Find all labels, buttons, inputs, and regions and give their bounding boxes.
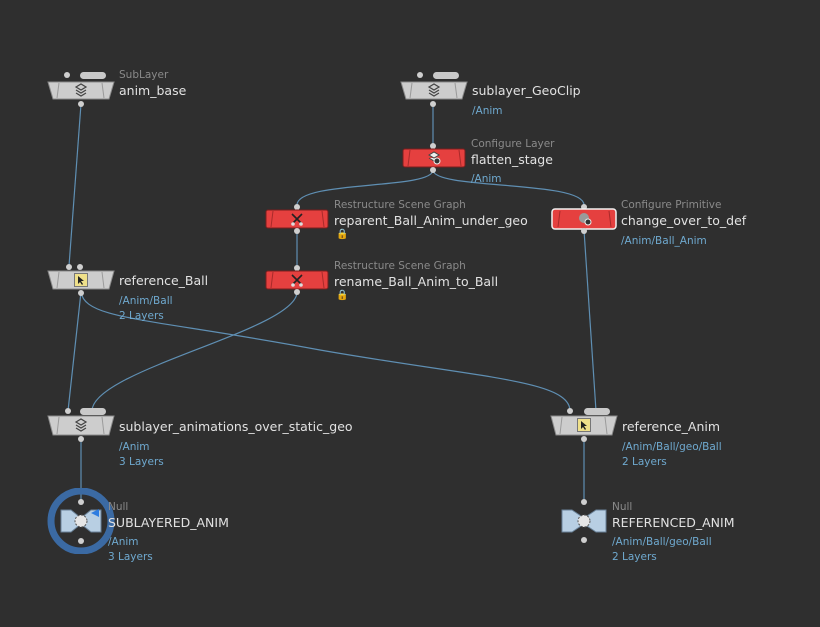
wire-flatten-to-change bbox=[432, 169, 585, 206]
input-connector[interactable] bbox=[65, 408, 71, 414]
output-connector[interactable] bbox=[78, 101, 84, 107]
node-name-label[interactable]: reparent_Ball_Anim_under_geo bbox=[334, 213, 528, 228]
sublayer-stack-icon bbox=[74, 83, 88, 97]
node-type-label: Null bbox=[612, 501, 633, 513]
output-connector[interactable] bbox=[78, 436, 84, 442]
node-flatten-stage[interactable] bbox=[402, 143, 466, 173]
output-connector[interactable] bbox=[78, 290, 84, 296]
node-rename-ball[interactable] bbox=[265, 265, 329, 295]
node-name-label[interactable]: reference_Ball bbox=[119, 273, 209, 288]
node-name-label[interactable]: SUBLAYERED_ANIM bbox=[108, 515, 229, 530]
input-connector[interactable] bbox=[294, 204, 300, 210]
node-sublayered-anim[interactable] bbox=[47, 488, 115, 554]
lock-icon[interactable]: 🔒 bbox=[336, 290, 349, 301]
null-circle-icon[interactable] bbox=[47, 488, 115, 554]
input-connector[interactable] bbox=[77, 264, 83, 270]
sublayer-stack-icon bbox=[427, 83, 441, 97]
node-name-label[interactable]: rename_Ball_Anim_to_Ball bbox=[334, 274, 499, 289]
node-path-label: /Anim bbox=[472, 105, 503, 117]
node-referenced-anim[interactable] bbox=[555, 498, 613, 544]
null-circle-icon[interactable] bbox=[555, 498, 613, 544]
node-layers-label: 3 Layers bbox=[108, 551, 153, 563]
node-type-label: Configure Primitive bbox=[621, 199, 722, 211]
configure-primitive-icon bbox=[579, 213, 592, 226]
input-pill[interactable] bbox=[433, 72, 459, 79]
node-path-label: /Anim/Ball/geo/Ball bbox=[612, 536, 712, 548]
node-type-label: Restructure Scene Graph bbox=[334, 199, 466, 211]
node-path-label: /Anim/Ball_Anim bbox=[621, 235, 707, 247]
output-connector[interactable] bbox=[581, 436, 587, 442]
node-sublayer-animations[interactable] bbox=[47, 408, 117, 442]
node-reparent-ball[interactable] bbox=[265, 204, 329, 234]
wire-rename-to-sublayer bbox=[91, 291, 298, 412]
scissors-icon bbox=[291, 213, 303, 226]
node-reference-anim[interactable] bbox=[550, 408, 620, 442]
input-connector[interactable] bbox=[581, 204, 587, 210]
node-path-label: /Anim bbox=[108, 536, 139, 548]
reference-arrow-icon bbox=[577, 418, 591, 432]
wire-change-to-refanim bbox=[583, 229, 597, 412]
reference-arrow-icon bbox=[74, 273, 88, 287]
node-type-label: Configure Layer bbox=[471, 138, 555, 150]
wire-animbase-to-refball bbox=[68, 103, 82, 267]
input-connector[interactable] bbox=[64, 72, 70, 78]
node-layers-label: 2 Layers bbox=[622, 456, 667, 468]
input-pill[interactable] bbox=[80, 72, 106, 79]
input-connector[interactable] bbox=[66, 264, 72, 270]
configure-cog-icon bbox=[428, 151, 441, 165]
node-name-label[interactable]: sublayer_animations_over_static_geo bbox=[119, 419, 353, 434]
node-layers-label: 3 Layers bbox=[119, 456, 164, 468]
node-type-label: SubLayer bbox=[119, 69, 169, 81]
output-connector[interactable] bbox=[294, 228, 300, 234]
input-connector[interactable] bbox=[430, 143, 436, 149]
node-name-label[interactable]: reference_Anim bbox=[622, 419, 721, 434]
node-type-label: Null bbox=[108, 501, 129, 513]
lock-icon[interactable]: 🔒 bbox=[336, 229, 349, 240]
wire-refball-to-sublayer bbox=[67, 291, 82, 412]
input-pill[interactable] bbox=[584, 408, 610, 415]
node-sublayer-geoclip[interactable] bbox=[400, 72, 470, 107]
scissors-icon bbox=[291, 274, 303, 287]
wire-flatten-to-reparent bbox=[296, 169, 434, 206]
node-name-label[interactable]: flatten_stage bbox=[471, 152, 553, 167]
node-path-label: /Anim/Ball/geo/Ball bbox=[622, 441, 722, 453]
node-layers-label: 2 Layers bbox=[612, 551, 657, 563]
node-path-label: /Anim bbox=[471, 173, 502, 185]
node-name-label[interactable]: change_over_to_def bbox=[621, 213, 747, 228]
output-connector[interactable] bbox=[294, 289, 300, 295]
node-path-label: /Anim/Ball bbox=[119, 295, 173, 307]
node-name-label[interactable]: anim_base bbox=[119, 83, 187, 98]
node-reference-ball[interactable] bbox=[47, 264, 117, 298]
output-connector[interactable] bbox=[430, 167, 436, 173]
sublayer-stack-icon bbox=[74, 418, 88, 432]
node-name-label[interactable]: REFERENCED_ANIM bbox=[612, 515, 735, 530]
node-change-over-to-def[interactable] bbox=[551, 204, 617, 234]
wire-refball-to-refanim bbox=[80, 291, 571, 412]
input-connector[interactable] bbox=[567, 408, 573, 414]
output-connector[interactable] bbox=[581, 228, 587, 234]
input-connector[interactable] bbox=[417, 72, 423, 78]
node-anim-base[interactable] bbox=[47, 72, 117, 107]
node-layers-label: 2 Layers bbox=[119, 310, 164, 322]
node-type-label: Restructure Scene Graph bbox=[334, 260, 466, 272]
output-connector[interactable] bbox=[430, 101, 436, 107]
input-connector[interactable] bbox=[294, 265, 300, 271]
input-pill[interactable] bbox=[80, 408, 106, 415]
node-name-label[interactable]: sublayer_GeoClip bbox=[472, 83, 581, 98]
node-path-label: /Anim bbox=[119, 441, 150, 453]
